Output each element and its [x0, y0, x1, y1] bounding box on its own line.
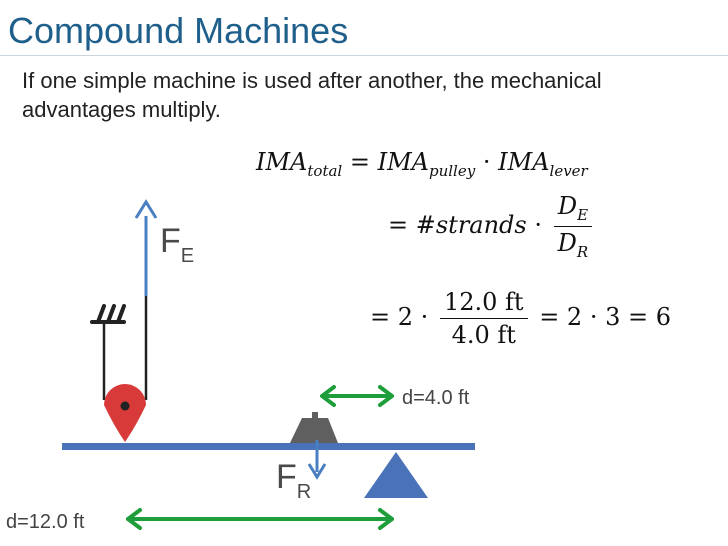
- resistance-force-label: FR: [276, 458, 311, 503]
- multiply-dot: ·: [534, 211, 543, 239]
- slide-subtitle: If one simple machine is used after anot…: [22, 68, 602, 122]
- fraction-numerator: 12.0 ft: [439, 288, 528, 319]
- fraction-denominator: 4.0 ft: [451, 321, 516, 349]
- fulcrum-icon: [364, 452, 428, 498]
- effort-force-arrow: [134, 199, 158, 296]
- equals-sign: =: [370, 303, 391, 331]
- lever-beam: [62, 443, 475, 450]
- resistance-force-arrow: [307, 440, 327, 480]
- effort-distance-label: d=12.0 ft: [6, 511, 85, 533]
- slide-title: Compound Machines: [8, 10, 349, 51]
- strands-term: #strands: [415, 211, 527, 239]
- effort-force-label: FE: [160, 222, 194, 267]
- resistance-distance-label: d=4.0 ft: [402, 387, 470, 409]
- numeric-fraction: 12.0 ft 4.0 ft: [439, 288, 528, 349]
- de-base: D: [557, 192, 578, 220]
- load-weight-icon: [290, 412, 338, 443]
- pulley-rope: [102, 296, 148, 400]
- multiply-dot: ·: [482, 148, 491, 176]
- equation-line-1: IMAtotal = IMApulley · IMAlever: [256, 148, 588, 180]
- ima-pulley-sub: pulley: [429, 162, 476, 180]
- equals-sign: =: [349, 148, 370, 176]
- ima-lever-sub: lever: [549, 162, 588, 180]
- de-sub: E: [577, 206, 589, 224]
- ima-total-base: IMA: [256, 148, 308, 176]
- equation-line-2: = #strands · DE DR: [388, 192, 596, 261]
- result-expression: = 2 · 3 = 6: [539, 303, 671, 331]
- multiply-dot: ·: [420, 303, 429, 331]
- ima-pulley-base: IMA: [377, 148, 429, 176]
- title-divider: [0, 55, 728, 56]
- ima-lever-base: IMA: [498, 148, 550, 176]
- dr-base: D: [557, 229, 577, 257]
- equation-line-3: = 2 · 12.0 ft 4.0 ft = 2 · 3 = 6: [370, 288, 671, 349]
- ima-total-sub: total: [307, 162, 343, 180]
- effort-distance-arrow: [126, 508, 394, 530]
- pulley-icon: [104, 384, 146, 442]
- dr-sub: R: [576, 243, 589, 261]
- factor-value: 2: [397, 303, 414, 331]
- distance-ratio-fraction: DE DR: [553, 192, 593, 261]
- ceiling-mount-icon: [90, 304, 126, 324]
- resistance-distance-arrow: [320, 385, 394, 407]
- equals-sign: =: [388, 211, 409, 239]
